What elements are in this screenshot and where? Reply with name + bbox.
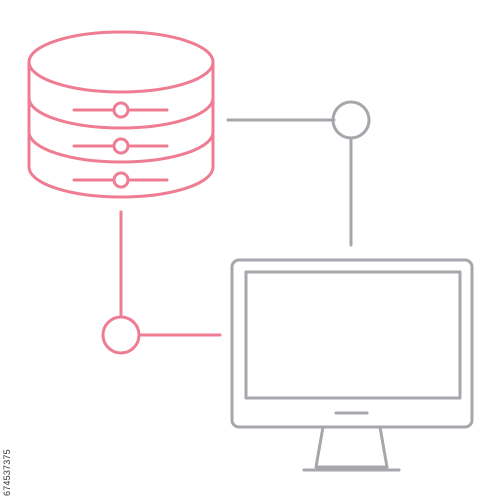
database-light-1 xyxy=(112,101,130,119)
database-light-2 xyxy=(112,137,130,155)
network-node-icon xyxy=(331,100,371,140)
database-ring-1 xyxy=(27,96,215,130)
database-body xyxy=(27,60,215,199)
pink-connections xyxy=(101,210,222,355)
monitor-screen xyxy=(244,270,462,400)
stock-image-id-text: 674537375 xyxy=(2,449,12,496)
monitor-stand xyxy=(314,425,389,469)
database-light-3 xyxy=(112,171,130,189)
gray-connections xyxy=(226,100,371,247)
database-icon xyxy=(27,30,215,199)
monitor-frame xyxy=(230,258,474,429)
network-node-icon xyxy=(101,315,141,355)
database-top xyxy=(27,30,215,94)
stock-image-id: 674537375 xyxy=(2,386,12,496)
database-ring-2 xyxy=(27,130,215,164)
monitor-icon xyxy=(230,258,474,472)
